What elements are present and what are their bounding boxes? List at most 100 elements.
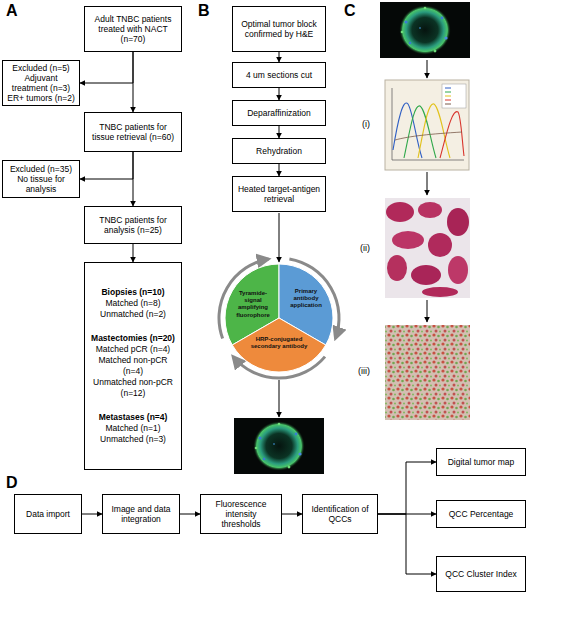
flow-arrow: [82, 514, 102, 515]
output-box: Digital tumor map: [436, 448, 526, 476]
process-box: Image and data integration: [102, 494, 180, 534]
box-text: Metastases (n=4): [99, 412, 168, 423]
process-box: Identification of QCCs: [302, 494, 378, 534]
connector-group: [279, 52, 280, 62]
panel-letter: B: [198, 2, 210, 20]
box-text: Unmatched non-pCR (n=12): [89, 377, 177, 399]
output-box: QCC Cluster Index: [436, 556, 526, 592]
box-text: Heated target-antigen retrieval: [237, 184, 321, 204]
segment-text: Tyramide-signal amplifying fluorophore: [231, 290, 275, 319]
legend-sample: [445, 92, 451, 93]
panel-letter: D: [6, 474, 18, 492]
tissue-blob: [386, 202, 414, 222]
box-text: Matched pCR (n=4): [96, 344, 170, 355]
box-text: ER+ tumors (n=2): [7, 93, 75, 103]
spectrum-curve: [418, 104, 450, 158]
connector-group: [82, 514, 102, 515]
process-box: Data import: [14, 494, 82, 534]
flow-arrow: [279, 126, 280, 138]
output-box: QCC Percentage: [436, 500, 526, 528]
box-text: Biopsies (n=10): [101, 287, 164, 298]
flow-arrow: [378, 514, 436, 515]
legend-sample: [445, 100, 451, 101]
phenotype-image: [385, 325, 470, 420]
connector-group: [133, 52, 134, 112]
box-text: Identification of QCCs: [307, 504, 373, 524]
box-text: Image and data integration: [107, 504, 175, 524]
segmentation-image: [385, 198, 470, 298]
fluorescence-image: [234, 418, 324, 474]
tissue-blob: [387, 255, 407, 281]
process-box: TNBC patients for tissue retrieval (n=60…: [84, 112, 182, 152]
flow-arrow: [427, 300, 428, 322]
segment-label-box: Primary antibody application: [284, 288, 328, 310]
box-text: Adjuvant treatment (n=3): [7, 73, 75, 93]
flow-arrow: [279, 380, 280, 417]
box-text: Data import: [26, 509, 70, 519]
box-text: TNBC patients for analysis (n=25): [89, 215, 177, 235]
flow-arrow: [180, 514, 200, 515]
flow-arrow: [378, 514, 436, 574]
box-text: QCC Percentage: [449, 509, 514, 519]
connector-group: [133, 152, 134, 206]
chart-axis: [392, 88, 393, 160]
panel-letter: C: [344, 2, 356, 20]
tissue-blob: [447, 208, 469, 236]
connector-group: [279, 164, 280, 176]
segment-text: Primary antibody application: [284, 288, 328, 310]
legend-sample: [445, 88, 451, 89]
step-box: Deparaffinization: [232, 100, 326, 126]
box-text: QCC Cluster Index: [445, 569, 516, 579]
box-text: TNBC patients for tissue retrieval (n=60…: [89, 122, 177, 142]
tissue-blob: [422, 287, 458, 297]
step-label: (i): [362, 119, 370, 129]
step-box: Rehydration: [232, 138, 326, 164]
box-text: Excluded (n=35): [10, 164, 72, 174]
image-overlay: [385, 325, 470, 420]
step-label: (ii): [360, 243, 370, 253]
box-text: Matched (n=1): [105, 423, 160, 434]
segment-label-box: Tyramide-signal amplifying fluorophore: [231, 290, 275, 319]
flow-arrow: [279, 88, 280, 100]
box-text: Unmatched (n=2): [100, 309, 166, 320]
box-text: Excluded (n=5): [12, 63, 69, 73]
box-text: Rehydration: [256, 146, 302, 156]
process-box: Fluorescence intensity thresholds: [200, 494, 282, 534]
connector-group: [80, 52, 133, 83]
box-text: Adult TNBC patients treated with NACT (n…: [89, 14, 177, 45]
chart-axis: [392, 160, 464, 161]
step-box: Heated target-antigen retrieval: [232, 176, 326, 212]
spectrum-curve: [393, 103, 422, 158]
flow-arrow: [133, 52, 134, 112]
exclusion-box: Excluded (n=5)Adjuvant treatment (n=3)ER…: [2, 60, 80, 106]
step-box: Optimal tumor block confirmed by H&E: [232, 6, 326, 52]
flow-arrow: [279, 164, 280, 176]
connector-group: [80, 152, 133, 179]
tissue-blob: [418, 202, 442, 218]
connector-group: [180, 514, 200, 515]
box-text: 4 um sections cut: [246, 70, 312, 80]
flow-arrow: [80, 152, 133, 179]
tissue-blob: [448, 256, 468, 284]
legend-sample: [445, 96, 451, 97]
flow-arrow: [80, 52, 133, 83]
connector-group: [378, 462, 436, 514]
panel-letter: A: [6, 2, 18, 20]
box-text: Fluorescence intensity thresholds: [205, 499, 277, 530]
summary-box: Biopsies (n=10)Matched (n=8)Unmatched (n…: [84, 262, 182, 470]
connector-group: [133, 244, 134, 262]
exclusion-box: Excluded (n=35)No tissue for analysis: [2, 160, 80, 198]
fluorescence-image: [380, 2, 470, 58]
spectrum-chart: [385, 80, 469, 170]
segment-label-box: HRP-conjugated secondary antibody: [249, 336, 309, 350]
flow-arrow: [133, 244, 134, 262]
box-text: Matched non-pCR (n=4): [89, 355, 177, 377]
tissue-blob: [411, 265, 441, 285]
box-text: Matched (n=8): [105, 298, 160, 309]
tissue-blob: [392, 231, 424, 249]
step-label: (iii): [358, 366, 370, 376]
connector-group: [282, 514, 302, 515]
flow-arrow: [282, 514, 302, 515]
legend-sample: [445, 104, 451, 105]
pie-segment-fill: [232, 318, 326, 372]
